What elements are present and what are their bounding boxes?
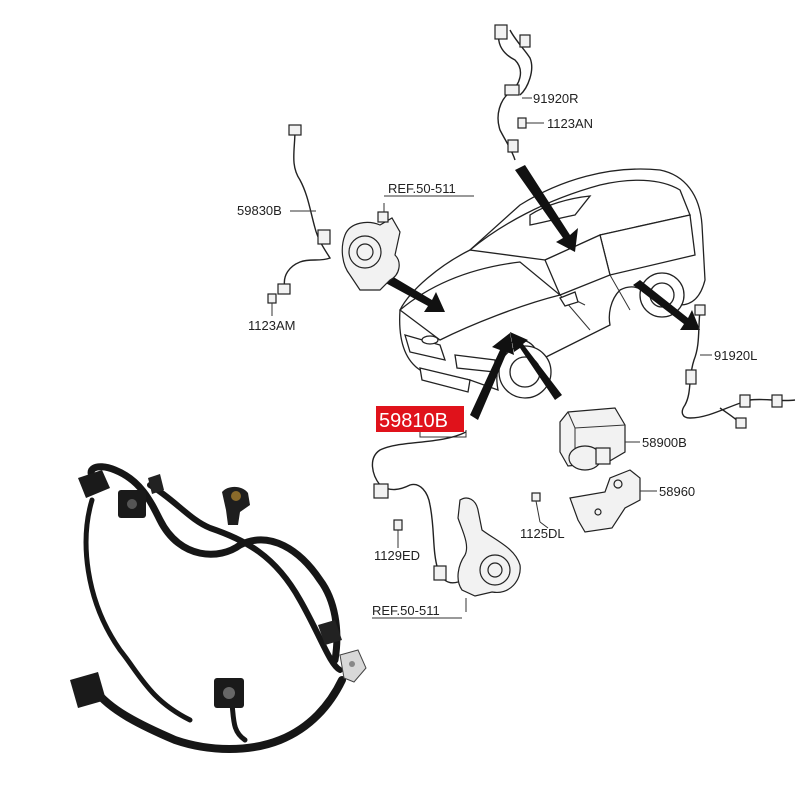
label-1123an: 1123AN	[547, 116, 593, 131]
rear-right-sensor-91920r	[494, 24, 544, 161]
front-knuckle-top	[341, 195, 474, 291]
label-58960: 58960	[659, 484, 695, 499]
label-58900b: 58900B	[642, 435, 687, 450]
label-91920r: 91920R	[533, 91, 579, 106]
label-59810b: 59810B	[379, 410, 448, 432]
label-59830b: 59830B	[237, 203, 282, 218]
bracket-58960	[531, 469, 657, 533]
label-1125dl: 1125DL	[520, 526, 565, 541]
front-left-sensor-59810b-drawing	[371, 431, 467, 584]
front-right-sensor-59830b	[267, 124, 332, 316]
label-1123am: 1123AM	[248, 318, 295, 333]
front-knuckle-bottom	[372, 497, 521, 619]
label-ref-50-511-top: REF.50-511	[388, 181, 456, 196]
car-illustration	[398, 168, 706, 399]
abs-module-58900b	[559, 407, 640, 471]
pointer-arrows	[380, 165, 700, 420]
label-ref-50-511-bottom: REF.50-511	[372, 603, 440, 618]
rear-left-sensor-91920l	[681, 304, 796, 429]
sensor-cable-photo	[70, 463, 367, 753]
label-91920l: 91920L	[714, 348, 757, 363]
highlighted-part-59810b	[376, 406, 467, 438]
highlight-box	[376, 406, 464, 432]
label-1129ed: 1129ED	[374, 548, 420, 563]
